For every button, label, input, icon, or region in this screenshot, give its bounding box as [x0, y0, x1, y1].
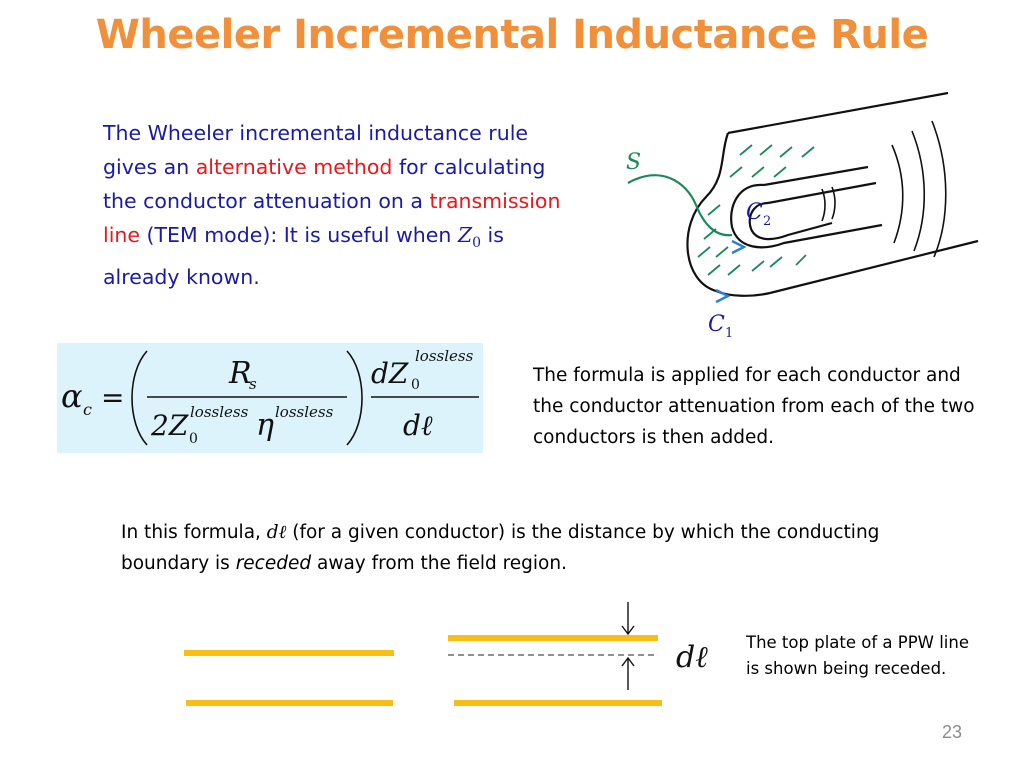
attenuation-equation: α c = R s 2Z 0 lossless η lossless dZ lo…: [61, 347, 479, 447]
c1-subscript: 1: [725, 326, 733, 340]
two-z-symbol: 2Z: [150, 409, 189, 442]
dl-text-1: In this formula,: [121, 522, 267, 543]
page-number: 23: [941, 722, 962, 742]
outer-conductor-outline: [686, 91, 979, 297]
intro-text-3: for calculating the conductor attenuatio…: [103, 155, 546, 213]
dz-subscript: 0: [411, 377, 420, 393]
left-bottom-plate: [186, 700, 393, 706]
left-paren: [131, 350, 148, 446]
receded-top-plate: [448, 635, 658, 641]
ppw-caption: The top plate of a PPW line is shown bei…: [746, 633, 969, 678]
intro-text-5: (TEM mode): It is useful when: [140, 223, 458, 247]
c1-label: C: [708, 312, 725, 337]
dl-text-2: (for a given conductor) is the distance …: [121, 522, 880, 574]
ppw-diagram: [184, 602, 662, 706]
dl-arrows: [621, 602, 635, 690]
lossless-sup-2: lossless: [275, 403, 334, 421]
ppw-dl-label: dℓ: [676, 640, 708, 675]
z0-symbol: Z: [457, 223, 473, 247]
z0-subscript: 0: [472, 235, 482, 252]
surface-curve-s: [627, 174, 733, 237]
eta-symbol: η: [256, 408, 274, 443]
equals-sign: =: [101, 381, 124, 414]
slide-title: Wheeler Incremental Inductance Rule: [95, 12, 929, 58]
arrow-c2-icon: [731, 239, 747, 255]
rs-symbol: R: [228, 356, 252, 391]
receded-word: receded: [235, 553, 312, 574]
formula-note: The formula is applied for each conducto…: [533, 365, 975, 448]
intro-highlight-alternative: alternative method: [195, 155, 393, 179]
c2-subscript: 2: [763, 214, 771, 229]
alpha-subscript: c: [83, 400, 92, 419]
rs-subscript: s: [249, 375, 257, 393]
right-paren: [346, 350, 363, 446]
arrow-up-icon: [621, 656, 635, 667]
lossless-sup-3: lossless: [415, 347, 474, 365]
dl-text-3: away from the field region.: [311, 553, 567, 574]
dl-inline-symbol: dℓ: [266, 522, 287, 543]
c2-label: C: [746, 200, 763, 225]
dl-explanation: In this formula, dℓ (for a given conduct…: [121, 517, 921, 579]
field-lines-right: [821, 120, 947, 258]
left-top-plate: [184, 650, 394, 656]
intro-text-1: The Wheeler incremental inductance rule …: [103, 121, 529, 179]
arrow-down-icon: [621, 625, 635, 636]
alpha-symbol: α: [61, 377, 83, 415]
lossless-sup-1: lossless: [190, 403, 249, 421]
conductor-diagram: S C 2 C 1: [626, 91, 979, 340]
intro-text-6: is already known.: [103, 223, 504, 290]
dz-symbol: dZ: [371, 357, 409, 390]
intro-paragraph: The Wheeler incremental inductance rule …: [103, 116, 573, 294]
s-label: S: [626, 150, 641, 175]
equation-box: α c = R s 2Z 0 lossless η lossless dZ lo…: [57, 343, 483, 453]
z-subscript: 0: [189, 431, 198, 447]
hatched-region: [697, 144, 815, 276]
arrow-c1-icon: [715, 288, 731, 304]
intro-highlight-tline: transmission line: [103, 189, 561, 247]
right-bottom-plate: [454, 700, 662, 706]
dl-symbol: dℓ: [403, 409, 433, 442]
